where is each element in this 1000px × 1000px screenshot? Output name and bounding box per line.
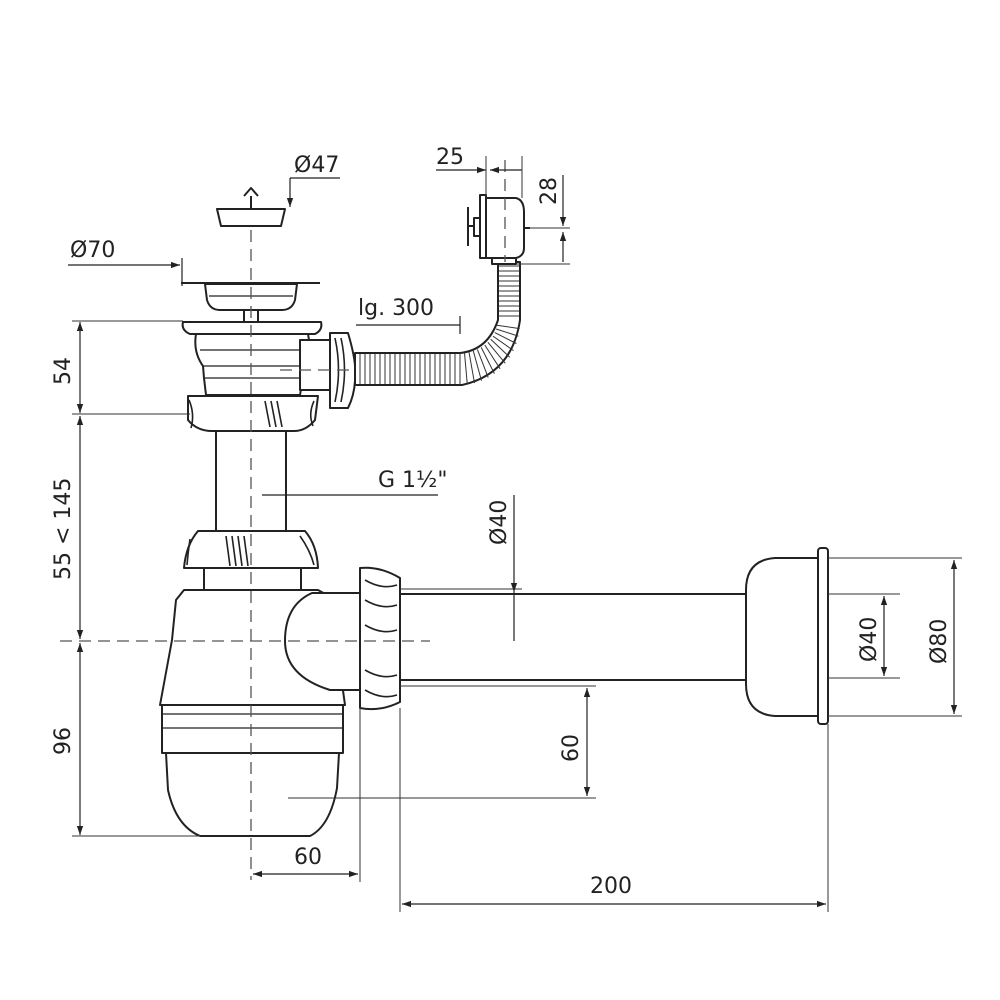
strainer-plug <box>216 187 286 227</box>
upper-nut <box>187 395 319 432</box>
hose-rib <box>480 347 495 374</box>
dim-h60: 60 <box>288 685 596 799</box>
lower-nut <box>183 530 319 569</box>
hose-rib <box>495 328 519 337</box>
dim-w200: 200 <box>399 708 829 912</box>
dim-thread: G 1½" <box>262 468 447 496</box>
label-d70: Ø70 <box>70 238 115 263</box>
hose-rib <box>496 324 520 330</box>
dim-w60: 60 <box>253 708 361 882</box>
dim-range55-145: 55 < 145 <box>51 416 84 639</box>
dim-d40-top: Ø40 <box>400 495 522 641</box>
hose-rib <box>476 349 489 378</box>
hose-rib <box>472 350 482 381</box>
wall-rosette <box>745 547 829 725</box>
dim-h54: 54 <box>51 320 190 415</box>
overflow-hose <box>354 261 521 386</box>
dim-d70: Ø70 <box>68 238 183 286</box>
label-h60: 60 <box>559 734 584 762</box>
label-d47: Ø47 <box>294 153 339 178</box>
hose-rib <box>484 344 501 370</box>
dim-lg300: lg. 300 <box>356 296 461 334</box>
label-d80: Ø80 <box>927 619 952 664</box>
center-axes <box>60 160 506 880</box>
label-lg300: lg. 300 <box>358 296 434 321</box>
dim-h28: 28 <box>516 175 570 265</box>
label-h28: 28 <box>537 177 562 205</box>
label-w200: 200 <box>590 874 632 899</box>
overflow-head <box>467 194 530 265</box>
dim-d47: Ø47 <box>286 153 340 207</box>
label-d40-right: Ø40 <box>857 617 882 662</box>
dim-d40-right: Ø40 <box>828 593 900 679</box>
label-thread: G 1½" <box>378 468 447 493</box>
dim-h96: 96 <box>51 643 200 837</box>
outlet-elbow <box>284 566 401 711</box>
dim-d80: Ø80 <box>828 557 962 717</box>
horizontal-outlet-pipe <box>399 593 749 681</box>
label-h96: 96 <box>51 727 76 755</box>
label-h54: 54 <box>51 357 76 385</box>
hose-rib <box>494 332 517 344</box>
hose-rib <box>490 338 511 358</box>
dim-w25: 25 <box>436 145 523 198</box>
hose-rib <box>468 352 475 384</box>
hose-rib <box>492 335 514 352</box>
hose-rib <box>464 352 468 385</box>
hose-rib <box>487 341 506 364</box>
label-d40-top: Ø40 <box>487 500 512 545</box>
label-w25: 25 <box>436 145 464 170</box>
label-range55-145: 55 < 145 <box>51 478 76 580</box>
label-w60: 60 <box>294 845 322 870</box>
